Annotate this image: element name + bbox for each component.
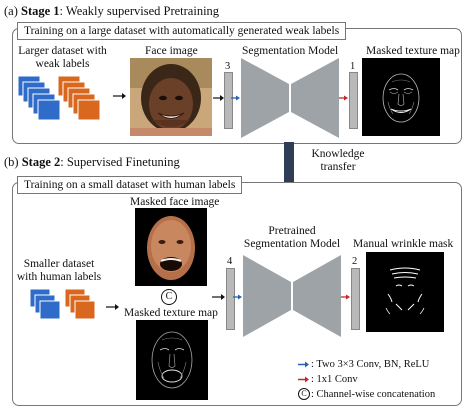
blue-tile-stack-small bbox=[29, 288, 61, 320]
stage2-model-label: Pretrained Segmentation Model bbox=[243, 225, 341, 250]
stage2-heading: (b) Stage 2: Supervised Finetuning bbox=[4, 155, 180, 169]
stage1-segmentation-model bbox=[241, 58, 339, 138]
stage2-masked-texture-map bbox=[136, 320, 208, 400]
stage2-red-conv-arrow bbox=[341, 294, 350, 300]
legend: : Two 3×3 Conv, BN, ReLU : 1x1 Conv C : … bbox=[298, 358, 458, 402]
orange-tile-stack bbox=[57, 75, 101, 121]
legend-text-blue: : Two 3×3 Conv, BN, ReLU bbox=[311, 359, 430, 370]
stage2-banner: Training on a small dataset with human l… bbox=[17, 176, 243, 194]
manual-wrinkle-mask bbox=[366, 252, 444, 332]
stage2-dataset-stack bbox=[29, 288, 96, 320]
legend-text-concat: : Channel-wise concatenation bbox=[311, 389, 436, 400]
stage1-red-conv-arrow bbox=[339, 95, 348, 101]
stage2-texture-label: Masked texture map bbox=[124, 307, 218, 319]
stage1-output-bar bbox=[349, 72, 358, 129]
stage1-masked-texture-map bbox=[362, 58, 440, 136]
stage1-out-channels: 1 bbox=[350, 61, 356, 72]
stage1-arrow-dataset-to-face bbox=[113, 93, 126, 99]
stage1-blue-conv-arrow bbox=[231, 95, 240, 101]
legend-item-red: : 1x1 Conv bbox=[298, 373, 458, 386]
stage1-face-label: Face image bbox=[145, 45, 198, 57]
legend-item-concat: C : Channel-wise concatenation bbox=[298, 388, 458, 401]
stage1-heading: (a) Stage 1: Weakly supervised Pretraini… bbox=[4, 4, 220, 18]
concat-circle-icon: C bbox=[298, 388, 310, 400]
masked-face-image bbox=[135, 208, 207, 286]
stage1-dataset-label: Larger dataset with weak labels bbox=[18, 45, 107, 70]
legend-item-blue: : Two 3×3 Conv, BN, ReLU bbox=[298, 358, 458, 371]
stage1-model-label: Segmentation Model bbox=[242, 45, 339, 57]
stage2-masked-face-label: Masked face image bbox=[130, 196, 220, 208]
blue-tile-stack bbox=[17, 75, 61, 121]
concat-symbol: C bbox=[161, 289, 177, 305]
face-image bbox=[130, 58, 212, 136]
stage2-blue-conv-arrow bbox=[233, 294, 242, 300]
stage1-input-bar bbox=[224, 72, 233, 129]
stage1-in-channels: 3 bbox=[225, 61, 231, 72]
stage2-arrow-dataset-to-inputs bbox=[106, 304, 119, 310]
knowledge-transfer-label: Knowledge transfer bbox=[311, 148, 365, 173]
stage2-input-bar bbox=[226, 268, 235, 330]
legend-text-red: : 1x1 Conv bbox=[311, 374, 358, 385]
stage2-pretrained-segmentation-model bbox=[243, 255, 341, 337]
stage1-banner: Training on a large dataset with automat… bbox=[17, 22, 347, 40]
stage2-in-channels: 4 bbox=[227, 256, 233, 267]
stage2-arrow-inputs-to-bar bbox=[212, 294, 225, 300]
orange-tile-stack-small bbox=[64, 288, 96, 320]
stage2-output-bar bbox=[351, 268, 360, 330]
red-arrow-icon bbox=[298, 376, 309, 383]
stage1-arrow-face-to-bar bbox=[213, 95, 224, 101]
stage2-dataset-label: Smaller dataset with human labels bbox=[16, 258, 102, 283]
stage2-out-channels: 2 bbox=[352, 256, 358, 267]
blue-arrow-icon bbox=[298, 361, 309, 368]
stage1-output-label: Masked texture map bbox=[366, 45, 460, 57]
stage1-dataset-stack bbox=[17, 75, 101, 121]
stage2-output-label: Manual wrinkle mask bbox=[353, 238, 454, 250]
